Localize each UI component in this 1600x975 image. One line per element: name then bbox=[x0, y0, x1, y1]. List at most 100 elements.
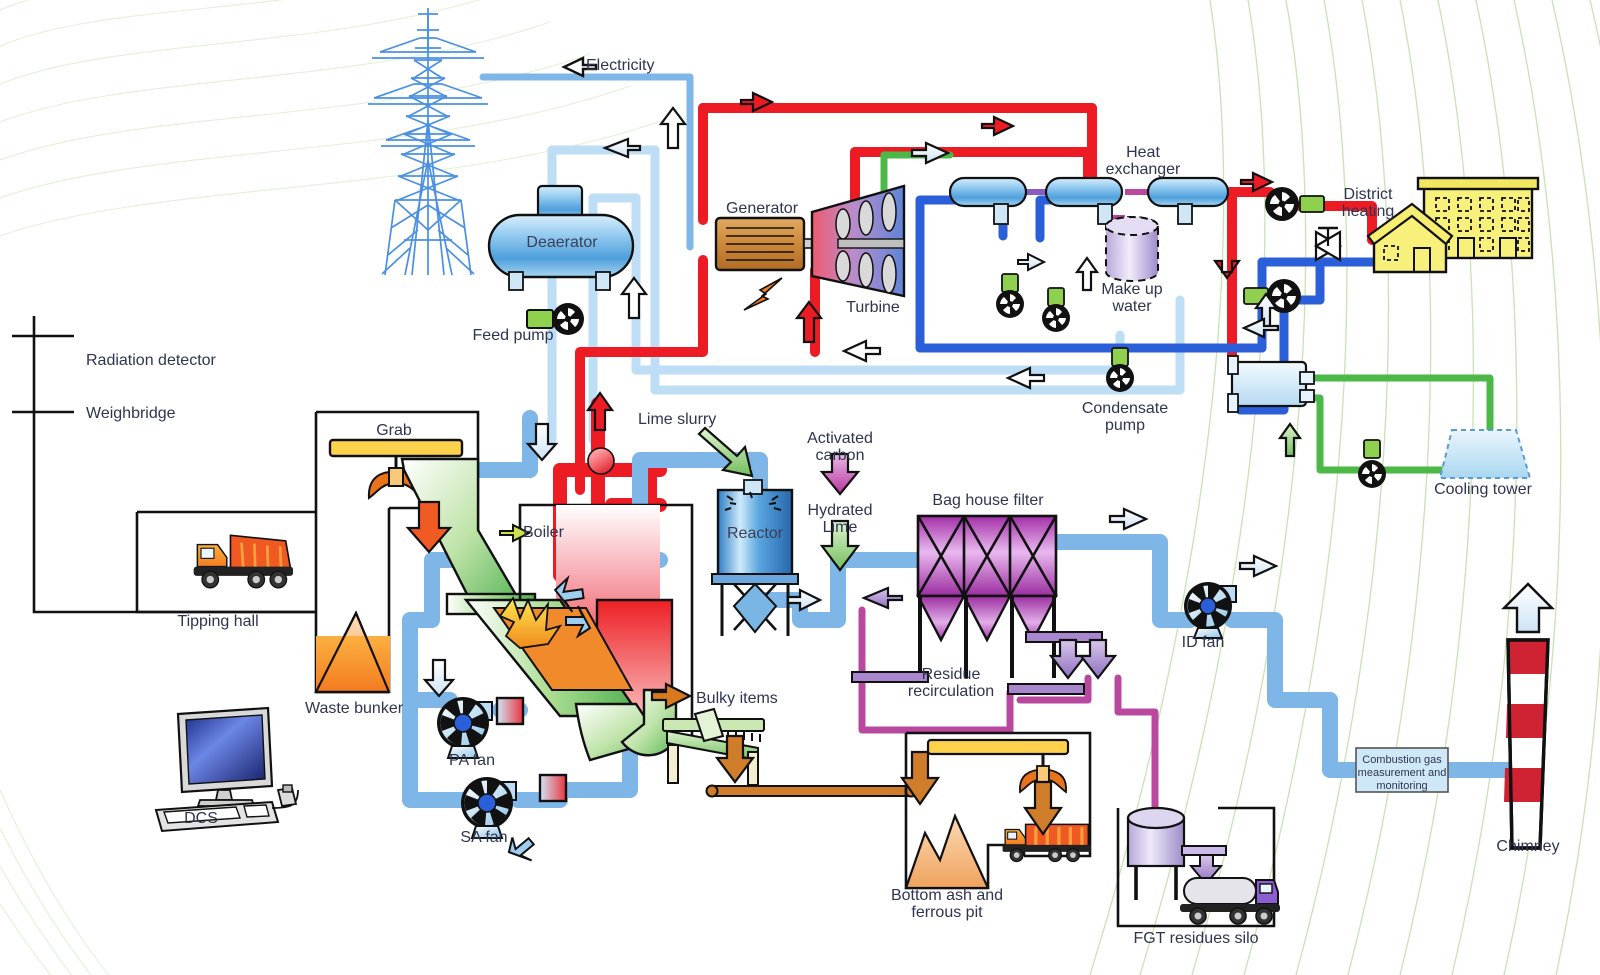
stack-emission-arrow bbox=[1501, 582, 1555, 634]
ash-grab-rail bbox=[926, 738, 1070, 756]
arrow-activated-carbon bbox=[819, 452, 861, 496]
dump-truck-icon bbox=[193, 534, 294, 589]
arrow-lime-slurry bbox=[697, 426, 754, 478]
ash-dump-truck-icon bbox=[1002, 823, 1091, 863]
label-id-fan: ID fan bbox=[1181, 634, 1225, 651]
label-chimney: Chimney bbox=[1496, 838, 1560, 855]
ash-heap bbox=[904, 813, 990, 890]
generator-icon bbox=[714, 216, 806, 272]
bulky-items-conveyor-icon bbox=[662, 707, 765, 786]
label-feed-pump: Feed pump bbox=[472, 327, 554, 344]
label-bottom-ash-line2: ferrous pit bbox=[911, 904, 983, 921]
id-fan-icon bbox=[1184, 582, 1237, 639]
label-sa-fan: SA fan bbox=[460, 829, 508, 846]
label-bottom-ash-line1: Bottom ash and bbox=[890, 887, 1004, 904]
label-bulky-items: Bulky items bbox=[696, 690, 778, 707]
deaerator-vessel bbox=[487, 184, 635, 291]
lightning-bolt-icon bbox=[743, 277, 783, 311]
grab-rail bbox=[328, 438, 464, 458]
label-electricity: Electricity bbox=[586, 57, 655, 74]
label-cooling-tower: Cooling tower bbox=[1434, 481, 1532, 498]
residue-conveyor-2 bbox=[1007, 683, 1085, 695]
label-combustion-gas-line3: monitoring bbox=[1376, 780, 1428, 792]
return-pump bbox=[1243, 279, 1301, 313]
turbine-icon bbox=[810, 184, 906, 298]
electricity-pylon-icon bbox=[368, 8, 488, 276]
reactor-icon bbox=[711, 479, 799, 636]
district-heating-pump bbox=[1265, 187, 1325, 221]
ash-conveyor bbox=[708, 785, 915, 797]
label-turbine: Turbine bbox=[846, 299, 900, 316]
heat-exchanger-1 bbox=[948, 176, 1028, 225]
label-weighbridge: Weighbridge bbox=[86, 405, 176, 422]
ash-grab-claw-icon bbox=[1019, 768, 1067, 794]
label-make-up-water-line1: Make up bbox=[1101, 281, 1163, 298]
feed-pump-icon bbox=[526, 303, 584, 335]
pa-fan-icon bbox=[437, 697, 493, 759]
heat-exchanger-3 bbox=[1146, 176, 1230, 225]
label-boiler: Boiler bbox=[523, 524, 564, 541]
label-generator: Generator bbox=[725, 200, 799, 217]
label-heat-exchanger-line1: Heat bbox=[1126, 144, 1160, 161]
tanker-truck-icon bbox=[1180, 877, 1280, 925]
chimney-icon bbox=[1504, 638, 1550, 850]
hx-pump-1 bbox=[996, 273, 1024, 318]
label-dcs: DCS bbox=[184, 810, 218, 827]
silo-icon bbox=[1126, 806, 1227, 900]
label-tipping-hall: Tipping hall bbox=[177, 613, 259, 630]
label-lime-slurry: Lime slurry bbox=[638, 411, 717, 428]
steam-drum-icon bbox=[587, 447, 615, 475]
flue-gas-duct bbox=[402, 410, 1518, 808]
sa-fan-icon bbox=[461, 777, 517, 839]
label-grab: Grab bbox=[376, 422, 412, 439]
computer-workstation-icon bbox=[154, 706, 299, 833]
arrow-waste-drop bbox=[405, 500, 453, 554]
valve-icon bbox=[1313, 226, 1343, 262]
heat-exchanger-2 bbox=[1044, 176, 1124, 225]
sa-air-heater bbox=[538, 773, 568, 803]
label-pa-fan: PA fan bbox=[449, 752, 495, 769]
label-district-heating-line1: District bbox=[1343, 186, 1393, 203]
label-combustion-gas-line1: Combustion gas bbox=[1362, 754, 1442, 766]
label-residue-recirculation-line2: recirculation bbox=[907, 683, 995, 700]
label-combustion-gas-line2: measurement and bbox=[1357, 767, 1447, 779]
condensate-pump-icon bbox=[1106, 347, 1134, 392]
label-condensate-pump-line1: Condensate bbox=[1081, 400, 1169, 417]
flow-arrows bbox=[405, 56, 1303, 862]
label-bag-house-filter: Bag house filter bbox=[932, 492, 1044, 509]
cooling-pump bbox=[1358, 439, 1386, 488]
label-hydrated-lime-line1: Hydrated bbox=[807, 502, 873, 519]
heat-exchanger-bank bbox=[948, 176, 1230, 225]
label-fgt-residues-silo: FGT residues silo bbox=[1133, 930, 1259, 947]
label-activated-carbon-line2: carbon bbox=[815, 447, 865, 464]
residue-lines bbox=[858, 606, 1159, 834]
combustion-gas-box bbox=[1355, 747, 1449, 793]
label-residue-recirculation-line1: Residue bbox=[921, 666, 981, 683]
label-activated-carbon-line1: Activated bbox=[807, 430, 873, 447]
bag-house-filter-icon bbox=[851, 514, 1103, 695]
residue-conveyor-3 bbox=[851, 671, 929, 683]
label-heat-exchanger-line2: exchanger bbox=[1105, 161, 1181, 178]
apartment-building-icon bbox=[1416, 176, 1540, 260]
label-district-heating-line2: heating bbox=[1341, 203, 1395, 220]
label-condensate-pump-line2: pump bbox=[1104, 417, 1146, 434]
flame-icon bbox=[498, 596, 563, 649]
label-waste-bunker: Waste bunker bbox=[304, 700, 404, 717]
cooling-tower-icon bbox=[1438, 429, 1532, 479]
arrow-bulky-items bbox=[650, 682, 693, 710]
make-up-water-vessel bbox=[1105, 216, 1159, 282]
hx-pump-2 bbox=[1042, 287, 1070, 332]
arrow-electricity bbox=[561, 56, 598, 78]
label-deaerator: Deaerator bbox=[526, 234, 598, 251]
fgt-silo-structure bbox=[1116, 806, 1276, 928]
house-icon bbox=[1366, 202, 1454, 274]
label-radiation-detector: Radiation detector bbox=[86, 352, 216, 369]
arrow-hydrated-lime bbox=[819, 519, 861, 572]
label-reactor: Reactor bbox=[726, 525, 784, 542]
electricity-line bbox=[479, 73, 694, 251]
label-hydrated-lime-line2: Lime bbox=[822, 519, 858, 536]
condenser-icon bbox=[1227, 355, 1315, 413]
